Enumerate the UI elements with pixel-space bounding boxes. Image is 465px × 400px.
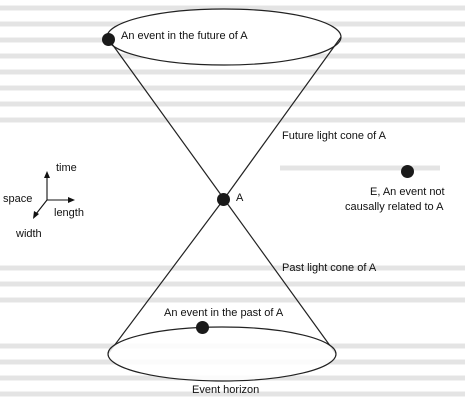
future-cone-label: Future light cone of A — [282, 130, 386, 142]
past-cone-rim — [107, 326, 337, 382]
axis-key — [33, 171, 75, 219]
past-light-cone — [107, 198, 337, 382]
past-cone-right-edge — [223, 198, 337, 355]
future-light-cone — [106, 8, 342, 200]
width-axis-arrow — [35, 199, 48, 215]
future-event-dot — [102, 33, 115, 46]
past-cone-label: Past light cone of A — [282, 262, 377, 274]
width-axis-label: width — [16, 228, 42, 240]
event-e-label-line1: E, An event not — [370, 186, 445, 198]
past-cone-left-edge — [107, 198, 225, 355]
event-e-label-line2: causally related to A — [345, 201, 444, 213]
time-axis-label: time — [56, 162, 77, 174]
future-event-label: An event in the future of A — [121, 30, 248, 42]
event-a-dot — [217, 193, 230, 206]
event-a-label: A — [236, 192, 244, 204]
space-axis-label: space — [3, 193, 33, 205]
future-cone-left-edge — [106, 36, 225, 200]
event-horizon-label: Event horizon — [192, 384, 260, 396]
past-event-dot — [196, 321, 209, 334]
event-e-dot — [401, 165, 414, 178]
length-axis-label: length — [54, 207, 84, 219]
future-cone-right-edge — [223, 36, 342, 200]
time-axis-arrowhead — [44, 171, 50, 178]
width-axis-arrowhead — [33, 211, 39, 219]
length-axis-arrowhead — [68, 197, 75, 203]
past-event-label: An event in the past of A — [164, 307, 284, 319]
